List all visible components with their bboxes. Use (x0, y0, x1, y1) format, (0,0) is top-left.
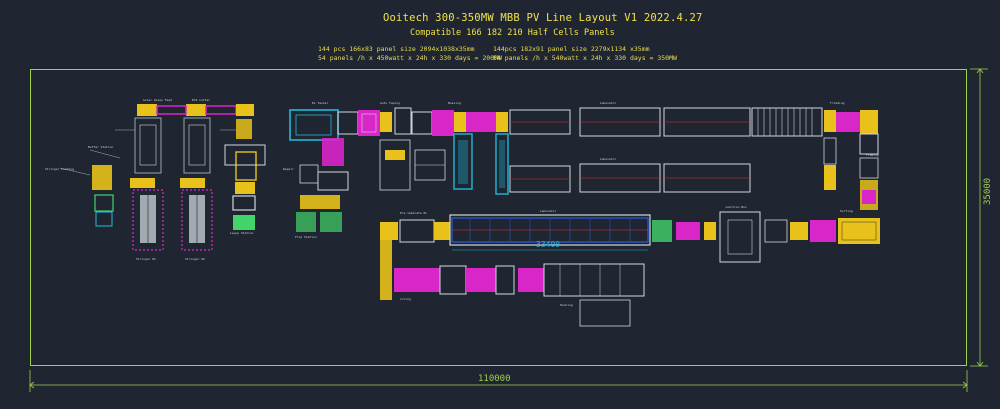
stringer-section: Stringer Loading Buffer Station Solar Gl… (45, 98, 266, 261)
svg-text:Repair: Repair (283, 167, 294, 171)
svg-text:Laminator: Laminator (600, 157, 616, 161)
svg-text:Auto Taping: Auto Taping (380, 101, 400, 105)
svg-text:Sorting: Sorting (840, 209, 853, 213)
svg-text:Curing: Curing (400, 297, 411, 301)
svg-text:Buffer Station: Buffer Station (88, 145, 113, 149)
layout-boundary-frame (30, 69, 967, 366)
lower-laminator-line: Pre-laminate EL Laminator Junction Box S… (380, 205, 880, 327)
svg-text:Stringer 02: Stringer 02 (185, 257, 205, 261)
spec-right-line-1: 144pcs 182x91 panel size 2279x1134 x35mm (493, 45, 650, 53)
svg-text:Laminator: Laminator (540, 209, 556, 213)
svg-text:Flip Station: Flip Station (295, 235, 317, 239)
width-dimension-label: 110000 (478, 374, 511, 384)
spec-left-line-2: 54 panels /h x 450watt x 24h x 330 days … (318, 54, 502, 62)
drawing-title: Ooitech 300-350MW MBB PV Line Layout V1 … (383, 12, 703, 24)
svg-text:Packing: Packing (560, 303, 573, 307)
inspection-section: EL Tester Auto Taping Bussing Repair Fli… (283, 101, 508, 239)
svg-text:Junction Box: Junction Box (725, 205, 747, 209)
spec-right-line-2: 54 panels /h x 540watt x 24h x 330 days … (493, 54, 677, 62)
spec-left-line-1: 144 pcs 166x83 panel size 2094x1038x35mm (318, 45, 475, 53)
svg-text:Stringer 01: Stringer 01 (136, 257, 156, 261)
drawing-subtitle: Compatible 166 182 210 Half Cells Panels (410, 28, 615, 38)
svg-text:EVA Cutter: EVA Cutter (192, 98, 210, 102)
svg-text:Trimming: Trimming (830, 101, 845, 105)
laminator-span-dimension: 33400 (536, 240, 561, 249)
svg-text:Stringer Loading: Stringer Loading (45, 167, 74, 171)
svg-text:Layup Station: Layup Station (230, 231, 254, 235)
svg-text:Bussing: Bussing (448, 101, 461, 105)
svg-text:Pre-laminate EL: Pre-laminate EL (400, 211, 427, 215)
svg-text:Framing: Framing (866, 153, 879, 157)
svg-text:Solar Glass Feed: Solar Glass Feed (143, 98, 172, 102)
svg-text:EL Tester: EL Tester (312, 101, 328, 105)
svg-text:Laminator: Laminator (600, 101, 616, 105)
upper-conveyor-lines: Laminator Laminator Trimming Framing (495, 101, 879, 210)
